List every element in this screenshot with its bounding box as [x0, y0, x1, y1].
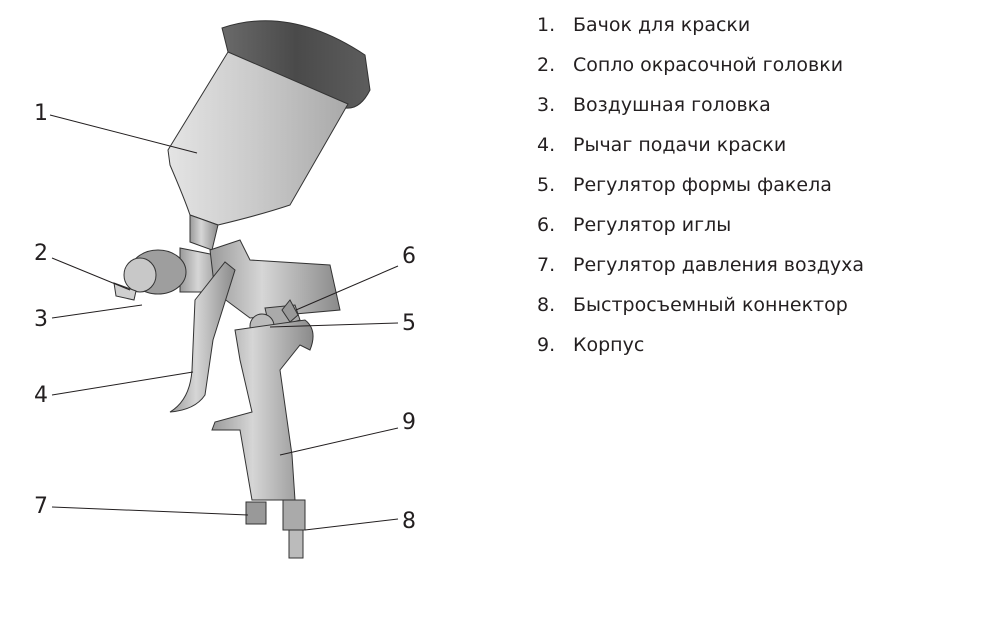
callout-9: 9: [402, 410, 416, 435]
legend-label: Рычаг подачи краски: [573, 134, 787, 156]
parts-legend: 1. Бачок для краски 2. Сопло окрасочной го…: [537, 14, 864, 374]
legend-number: 3.: [537, 94, 556, 116]
legend-label: Регулятор формы факела: [573, 174, 832, 196]
legend-item: 3. Воздушная головка: [537, 94, 864, 134]
legend-item: 8. Быстросъемный коннектор: [537, 294, 864, 334]
legend-label: Воздушная головка: [573, 94, 771, 116]
legend-item: 5. Регулятор формы факела: [537, 174, 864, 214]
legend-label: Регулятор иглы: [573, 214, 732, 236]
legend-label: Сопло окрасочной головки: [573, 54, 844, 76]
paint-cup: [167, 20, 371, 251]
callout-7: 7: [34, 494, 48, 519]
legend-number: 2.: [537, 54, 556, 76]
legend-number: 1.: [537, 14, 556, 36]
legend-number: 6.: [537, 214, 556, 236]
legend-item: 7. Регулятор давления воздуха: [537, 254, 864, 294]
callout-3: 3: [34, 307, 48, 332]
legend-label: Корпус: [573, 334, 645, 356]
legend-item: 6. Регулятор иглы: [537, 214, 864, 254]
callout-6: 6: [402, 244, 416, 269]
callout-5: 5: [402, 311, 416, 336]
callout-4: 4: [34, 383, 48, 408]
legend-number: 5.: [537, 174, 556, 196]
leader-lines: [49, 114, 399, 531]
legend-item: 9. Корпус: [537, 334, 864, 374]
gun-body: [211, 319, 314, 559]
legend-number: 4.: [537, 134, 556, 156]
trigger: [169, 261, 236, 413]
legend-label: Регулятор давления воздуха: [573, 254, 864, 276]
legend-number: 8.: [537, 294, 556, 316]
legend-label: Быстросъемный коннектор: [573, 294, 848, 316]
legend-item: 4. Рычаг подачи краски: [537, 134, 864, 174]
legend-item: 1. Бачок для краски: [537, 14, 864, 54]
legend-number: 7.: [537, 254, 556, 276]
callout-2: 2: [34, 241, 48, 266]
legend-item: 2. Сопло окрасочной головки: [537, 54, 864, 94]
legend-label: Бачок для краски: [573, 14, 751, 36]
callout-1: 1: [34, 101, 48, 126]
legend-number: 9.: [537, 334, 556, 356]
callout-8: 8: [402, 509, 416, 534]
